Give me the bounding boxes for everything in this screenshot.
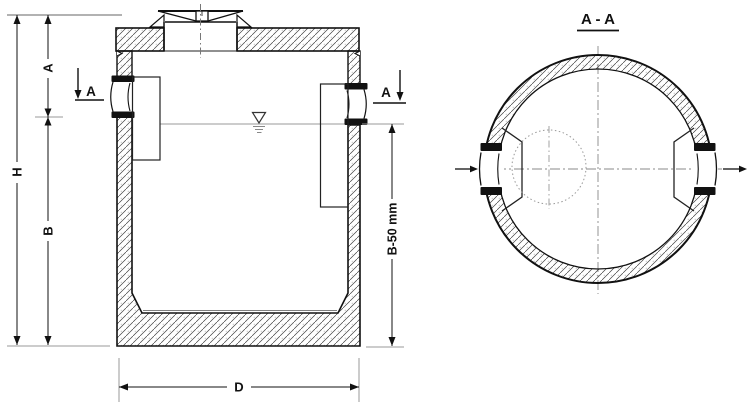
dim-label-A: A: [41, 63, 56, 73]
cover-ledge-right: [236, 13, 253, 28]
flow-in-arrow-icon: [455, 165, 478, 173]
dimension-B: B: [41, 117, 56, 345]
tank-lid-left: [115, 27, 165, 52]
joint-notch-left-line: [116, 50, 124, 57]
inlet-baffle: [131, 76, 161, 161]
inlet-pipe: [110, 75, 135, 118]
section-marker-label: A: [381, 85, 391, 100]
ring-opening-left: [478, 150, 504, 188]
dimension-A: A: [41, 15, 56, 117]
dim-label-H: H: [10, 167, 25, 176]
section-marker-label: A: [86, 84, 96, 99]
dimension-D: D: [119, 380, 359, 395]
dim-label-B: B: [41, 226, 56, 235]
section-a-a-view: A - A: [455, 11, 747, 294]
tank-wall-right-upper: [347, 50, 361, 86]
inlet-pipe-section: [478, 143, 502, 195]
joint-notch-right: [355, 51, 360, 56]
section-arrow-icon: [74, 90, 82, 99]
outlet-seal-top: [344, 83, 368, 90]
section-cut-marker-right: A: [373, 70, 406, 104]
section-title: A - A: [581, 11, 615, 28]
ring-opening-right: [692, 150, 718, 188]
manhole-projection-circle: [511, 129, 587, 205]
manhole-cover: [148, 10, 253, 51]
main-section-view: A A H A: [7, 4, 406, 402]
flow-out-arrow-icon: [723, 165, 747, 173]
outlet-pipe-section: [694, 143, 718, 195]
section-arrow-icon: [396, 92, 404, 101]
section-cut-marker-left: A: [74, 68, 104, 101]
tank-lid-right: [236, 27, 360, 52]
tank-body-walls: [116, 116, 361, 347]
outlet-baffle: [319, 83, 349, 208]
dim-label-B50: B-50 mm: [385, 203, 399, 256]
dimension-B50: B-50 mm: [385, 124, 399, 346]
inlet-baffle-section: [501, 127, 523, 212]
outlet-seal-bottom: [344, 118, 368, 125]
joint-notch-right-line: [353, 50, 361, 57]
dimension-H: H: [10, 15, 25, 345]
dim-label-D: D: [234, 380, 243, 395]
inlet-seal-bottom: [111, 111, 135, 118]
joint-notch-left: [117, 51, 122, 56]
water-level-icon: [251, 111, 267, 133]
outlet-baffle-section: [673, 127, 695, 212]
cover-ledge-left: [148, 13, 165, 28]
inlet-seal-top: [111, 75, 135, 82]
